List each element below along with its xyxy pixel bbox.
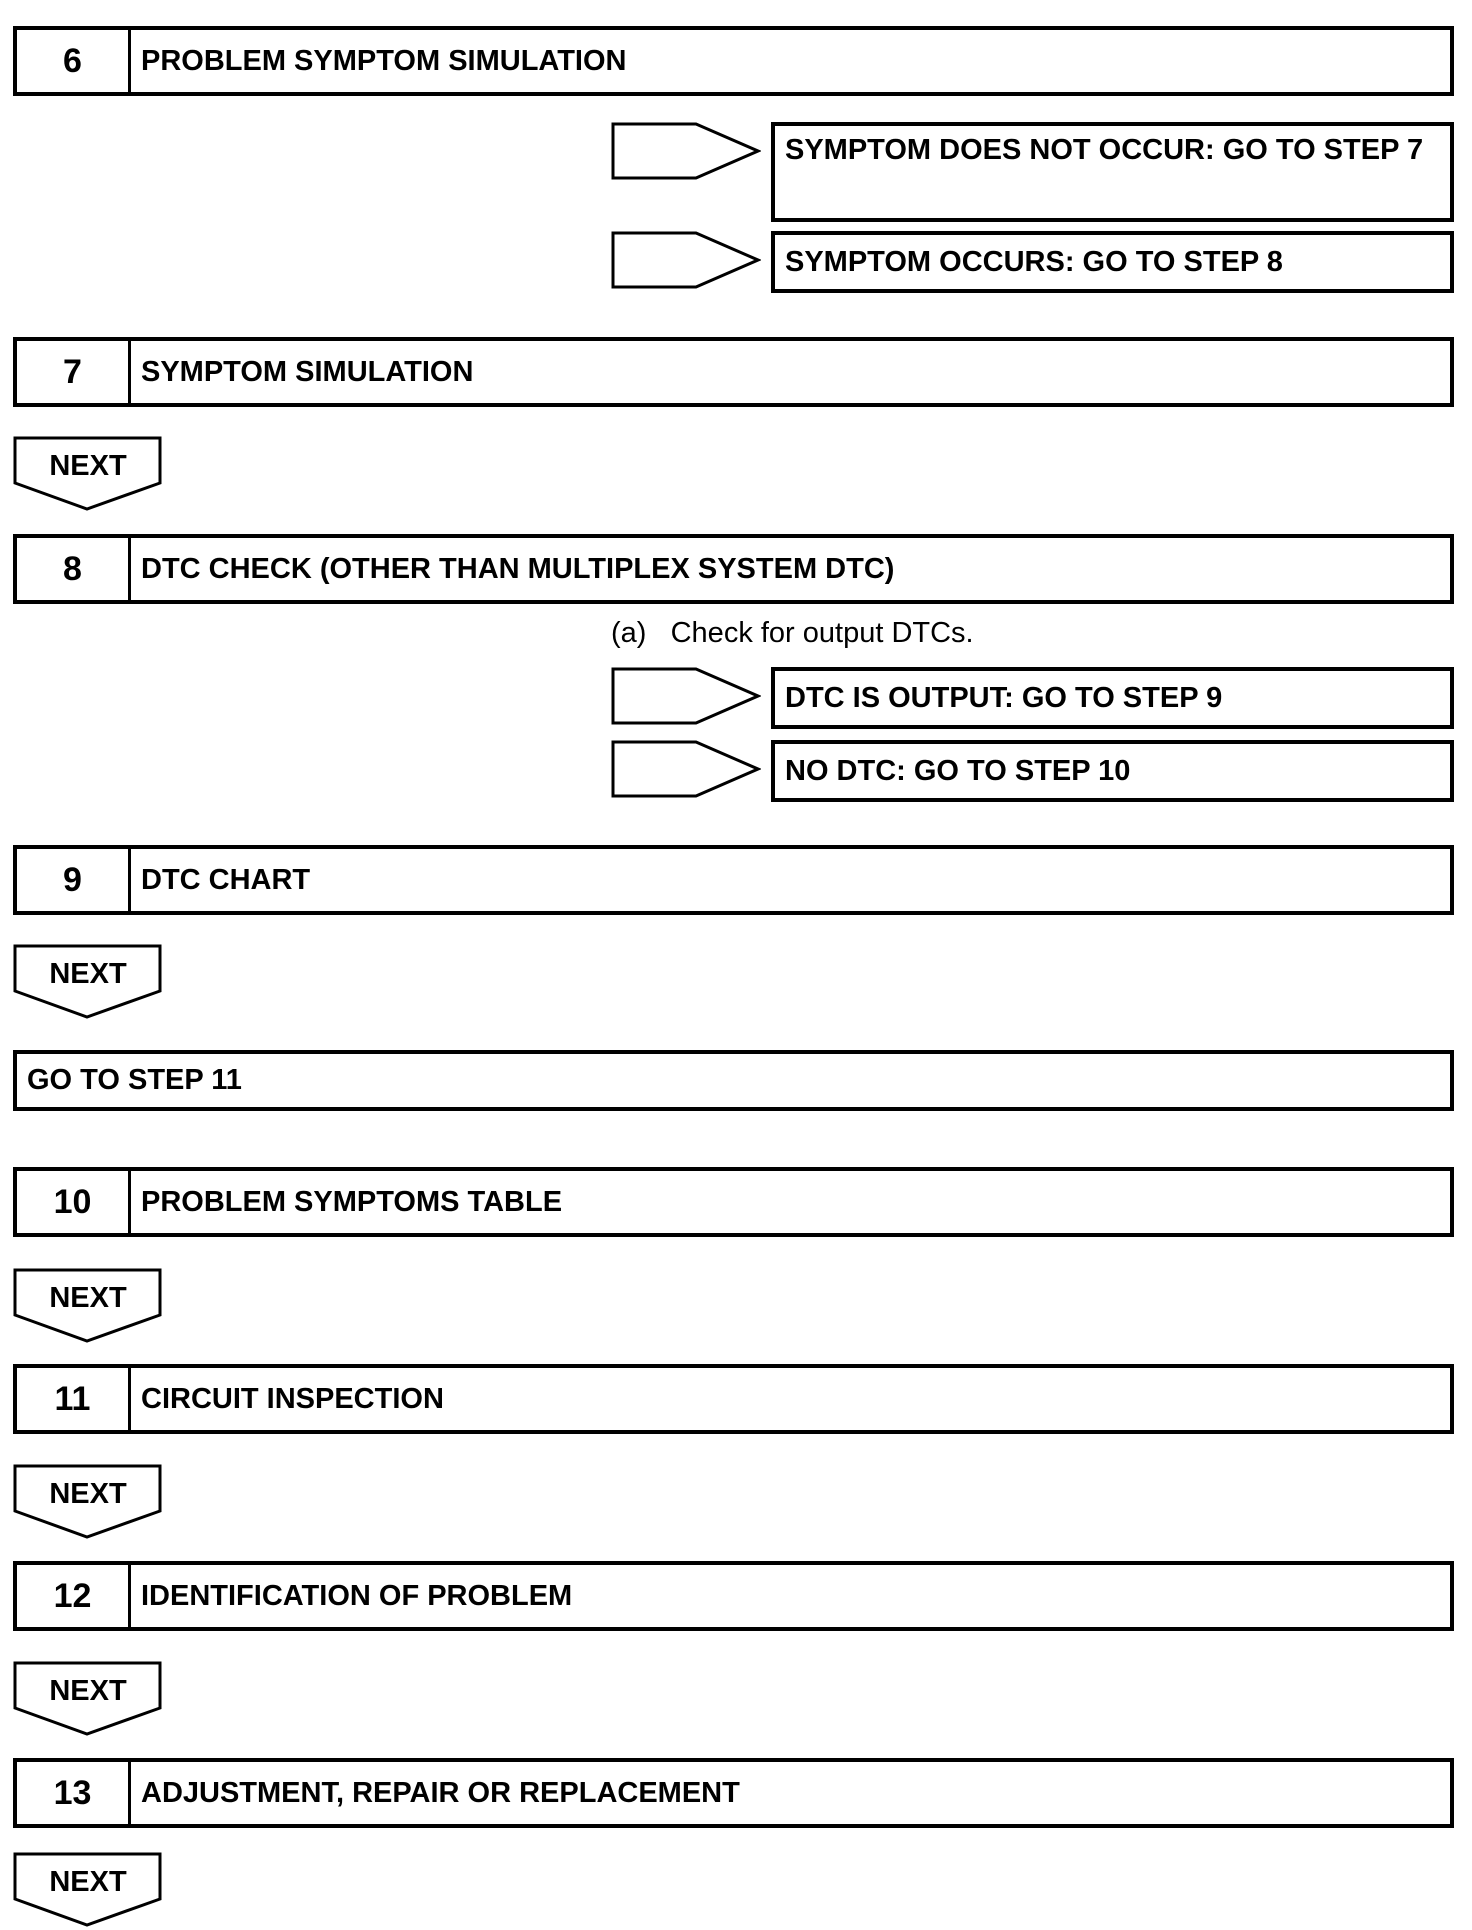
- result-no-dtc: NO DTC: GO TO STEP 10: [771, 740, 1454, 802]
- step-7-box: 7 SYMPTOM SIMULATION: [13, 337, 1454, 407]
- step-6-title: PROBLEM SYMPTOM SIMULATION: [141, 44, 627, 77]
- step-9-number: 9: [17, 849, 131, 911]
- step-12-number: 12: [17, 1565, 131, 1627]
- step-11-number: 11: [17, 1368, 131, 1430]
- next-arrow: NEXT: [13, 436, 163, 512]
- result-symptom-not-occur: SYMPTOM DOES NOT OCCUR: GO TO STEP 7: [771, 122, 1454, 222]
- next-label: NEXT: [49, 1478, 127, 1510]
- next-arrow-icon: [13, 944, 162, 1019]
- next-label: NEXT: [49, 450, 127, 482]
- step-8-title: DTC CHECK (OTHER THAN MULTIPLEX SYSTEM D…: [141, 552, 895, 585]
- step-6-box: 6 PROBLEM SYMPTOM SIMULATION: [13, 26, 1454, 96]
- step-9-box: 9 DTC CHART: [13, 845, 1454, 915]
- next-arrow: NEXT: [13, 1464, 163, 1540]
- step-7-title: SYMPTOM SIMULATION: [141, 355, 474, 388]
- next-arrow-icon: [13, 1268, 162, 1343]
- step-12-title: IDENTIFICATION OF PROBLEM: [141, 1579, 573, 1612]
- step-13-title: ADJUSTMENT, REPAIR OR REPLACEMENT: [141, 1776, 740, 1809]
- next-arrow: NEXT: [13, 1661, 163, 1737]
- next-arrow: NEXT: [13, 1268, 163, 1344]
- step-13-box: 13 ADJUSTMENT, REPAIR OR REPLACEMENT: [13, 1758, 1454, 1828]
- next-label: NEXT: [49, 1866, 127, 1898]
- result-arrow-icon: [611, 667, 761, 725]
- next-arrow-icon: [13, 1852, 162, 1927]
- next-arrow: NEXT: [13, 1852, 163, 1928]
- step-9-title: DTC CHART: [141, 863, 311, 896]
- next-arrow-icon: [13, 1661, 162, 1736]
- goto-step-11-box: GO TO STEP 11: [13, 1050, 1454, 1111]
- step-10-box: 10 PROBLEM SYMPTOMS TABLE: [13, 1167, 1454, 1237]
- next-arrow-icon: [13, 1464, 162, 1539]
- next-label: NEXT: [49, 1282, 127, 1314]
- step-7-number: 7: [17, 341, 131, 403]
- next-label: NEXT: [49, 958, 127, 990]
- next-label: NEXT: [49, 1675, 127, 1707]
- step-8-box: 8 DTC CHECK (OTHER THAN MULTIPLEX SYSTEM…: [13, 534, 1454, 604]
- step-10-number: 10: [17, 1171, 131, 1233]
- result-arrow-icon: [611, 231, 761, 289]
- step-8-number: 8: [17, 538, 131, 600]
- step-12-box: 12 IDENTIFICATION OF PROBLEM: [13, 1561, 1454, 1631]
- result-dtc-output: DTC IS OUTPUT: GO TO STEP 9: [771, 667, 1454, 729]
- step-10-title: PROBLEM SYMPTOMS TABLE: [141, 1185, 563, 1218]
- result-arrow-icon: [611, 122, 761, 180]
- step-8-note: (a) Check for output DTCs.: [611, 617, 974, 649]
- next-arrow-icon: [13, 436, 162, 511]
- step-13-number: 13: [17, 1762, 131, 1824]
- step-11-title: CIRCUIT INSPECTION: [141, 1382, 444, 1415]
- next-arrow: NEXT: [13, 944, 163, 1020]
- result-arrow-icon: [611, 740, 761, 798]
- result-symptom-occurs: SYMPTOM OCCURS: GO TO STEP 8: [771, 231, 1454, 293]
- step-6-number: 6: [17, 30, 131, 92]
- step-11-box: 11 CIRCUIT INSPECTION: [13, 1364, 1454, 1434]
